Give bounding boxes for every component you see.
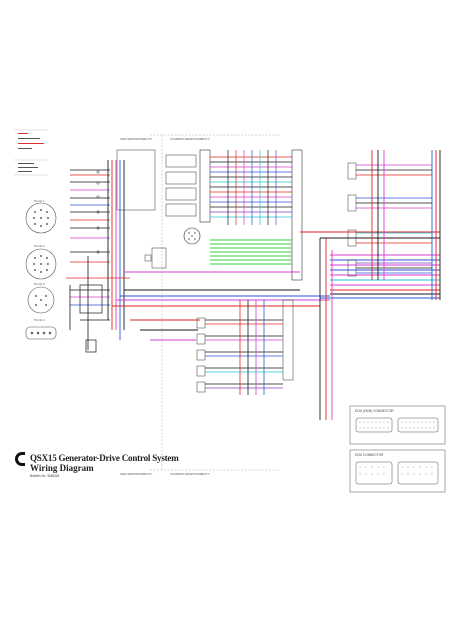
right-harness xyxy=(300,231,440,299)
right-top-sensors xyxy=(347,162,357,277)
bulletin-number: Bulletin No. 3666381 xyxy=(30,474,60,478)
plug-label-2: PLUG 2 xyxy=(34,244,45,248)
diagram-title: QSX15 Generator-Drive Control System xyxy=(30,453,179,463)
plug-2 xyxy=(25,248,57,280)
ecm-pin-dots xyxy=(359,421,435,475)
plug-label-1: PLUG 1 xyxy=(34,199,45,203)
lower-center-harness xyxy=(205,300,283,395)
plug-1 xyxy=(25,202,57,234)
switch-column xyxy=(70,169,110,306)
plug-4 xyxy=(25,326,57,340)
cummins-c-logo-icon xyxy=(15,452,25,466)
section-tag-top-left: OEM RESPONSIBILITY xyxy=(120,137,153,141)
section-tag-bottom-left: OEM RESPONSIBILITY xyxy=(120,472,153,476)
green-harness-band xyxy=(210,239,292,265)
switch-symbols xyxy=(96,170,100,254)
plug-3 xyxy=(27,286,55,314)
main-harness-middle xyxy=(112,271,330,307)
sensor-connector-round xyxy=(183,227,201,245)
section-dividers xyxy=(150,134,280,471)
vertical-bundle-center xyxy=(227,150,277,225)
upper-center-components xyxy=(116,149,197,217)
right-top-harness xyxy=(356,164,432,274)
notes-block xyxy=(14,129,48,176)
mid-connector xyxy=(144,247,167,269)
bottom-harness xyxy=(130,319,200,341)
plug-label-4: PLUG 4 xyxy=(34,318,45,322)
ecm-box-title-2: ECM CONNECTOR xyxy=(355,453,384,457)
section-tag-bottom-right: CUMMINS RESPONSIBILITY xyxy=(170,472,210,476)
section-tag-top-right: CUMMINS RESPONSIBILITY xyxy=(170,137,210,141)
vertical-bus-left xyxy=(107,160,125,340)
ecm-connector-box-2 xyxy=(349,449,446,493)
lower-left-relay xyxy=(66,256,130,353)
right-top-rails xyxy=(371,150,385,280)
ecm-connector-box-1 xyxy=(349,405,446,445)
plug-label-3: PLUG 3 xyxy=(34,282,45,286)
ecm-box-title-1: ECM (OEM) CONNECTOR xyxy=(355,409,394,413)
lower-center-connectors xyxy=(196,299,294,393)
diagram-subtitle: Wiring Diagram xyxy=(30,463,94,473)
harness-top-center xyxy=(210,156,292,218)
ecm-connector-top xyxy=(199,149,303,281)
notes-text-lines xyxy=(18,133,44,172)
